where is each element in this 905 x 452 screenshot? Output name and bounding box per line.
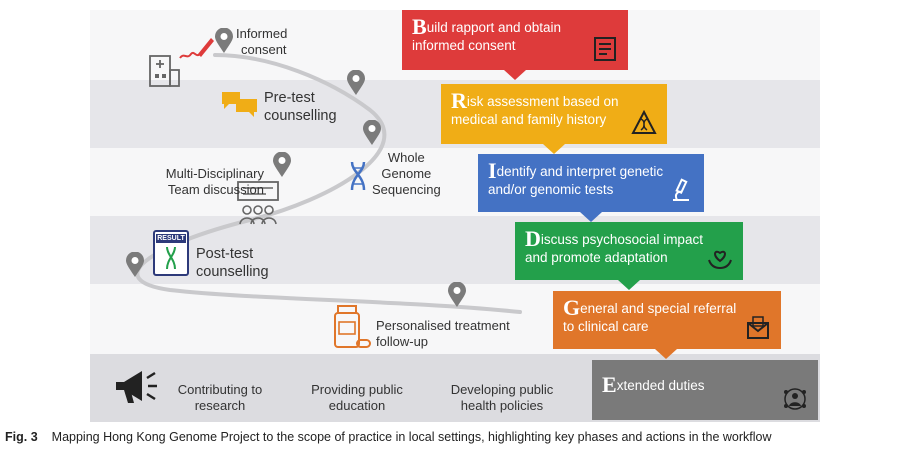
label-line: Informed bbox=[236, 26, 288, 41]
step-text-line2: medical and family history bbox=[451, 112, 607, 127]
location-pin-icon bbox=[126, 252, 144, 277]
hospital-icon bbox=[149, 55, 180, 87]
step-arrow bbox=[618, 280, 640, 290]
label-line: Developing public bbox=[450, 382, 554, 397]
step-text: eneral and special referral bbox=[580, 301, 737, 316]
step-initial: I bbox=[488, 158, 497, 183]
step-build-rapport: Build rapport and obtain informed consen… bbox=[402, 10, 628, 70]
label-line: follow-up bbox=[376, 334, 429, 349]
location-pin-icon bbox=[347, 70, 365, 95]
dna-icon bbox=[350, 161, 366, 191]
step-initial: E bbox=[602, 372, 617, 397]
team-meeting-icon bbox=[237, 181, 279, 225]
label-line: counselling bbox=[264, 108, 337, 124]
location-pin-icon bbox=[448, 282, 466, 307]
label-line: Personalised treatment bbox=[376, 318, 510, 333]
label-line: Contributing to bbox=[177, 382, 263, 397]
step-arrow bbox=[580, 212, 602, 222]
label-post-test: Post-test counselling bbox=[196, 245, 269, 281]
step-initial: B bbox=[412, 14, 427, 39]
step-arrow bbox=[504, 70, 526, 80]
megaphone-icon bbox=[116, 371, 157, 403]
step-risk-assessment: Risk assessment based on medical and fam… bbox=[441, 84, 667, 144]
label-education: Providing public education bbox=[302, 382, 412, 414]
referral-letter-icon bbox=[747, 316, 769, 339]
step-text-line2: informed consent bbox=[412, 38, 516, 53]
people-network-icon bbox=[784, 388, 806, 410]
label-line: consent bbox=[241, 42, 287, 57]
figure-caption: Fig. 3 Mapping Hong Kong Genome Project t… bbox=[5, 430, 772, 444]
step-arrow bbox=[655, 349, 677, 359]
label-line: Team discussion bbox=[167, 182, 264, 197]
dna-icon bbox=[166, 246, 176, 270]
label-line: Sequencing bbox=[372, 182, 441, 197]
step-identify-interpret: Identify and interpret genetic and/or ge… bbox=[478, 154, 704, 212]
label-line: Whole bbox=[387, 150, 425, 165]
label-treatment: Personalised treatment follow-up bbox=[376, 318, 510, 350]
step-text: xtended duties bbox=[616, 378, 705, 393]
label-policy: Developing public health policies bbox=[440, 382, 564, 414]
chat-bubbles-icon bbox=[222, 92, 257, 117]
step-text-line2: and/or genomic tests bbox=[488, 182, 614, 197]
dna-warning-icon bbox=[631, 110, 657, 134]
figure-label: Fig. 3 bbox=[5, 430, 38, 444]
caption-text: Mapping Hong Kong Genome Project to the … bbox=[51, 430, 772, 444]
signing-pen-icon bbox=[179, 38, 214, 59]
location-pin-icon bbox=[273, 152, 291, 177]
step-text: isk assessment based on bbox=[466, 94, 619, 109]
location-pin-icon bbox=[363, 120, 381, 145]
step-initial: D bbox=[525, 226, 541, 251]
label-line: Post-test bbox=[196, 246, 254, 262]
location-pin-icon bbox=[215, 28, 233, 53]
step-arrow bbox=[543, 144, 565, 154]
step-initial: G bbox=[563, 295, 581, 320]
step-text: uild rapport and obtain bbox=[426, 20, 562, 35]
label-line: health policies bbox=[460, 398, 544, 413]
result-label: RESULT bbox=[156, 234, 186, 243]
heart-hands-icon bbox=[708, 250, 732, 270]
step-initial: R bbox=[451, 88, 467, 113]
document-icon bbox=[594, 37, 616, 61]
label-research: Contributing to research bbox=[170, 382, 270, 414]
result-clipboard-icon: RESULT bbox=[153, 230, 189, 276]
label-line: counselling bbox=[196, 264, 269, 280]
label-line: Providing public bbox=[311, 382, 403, 397]
step-referral: General and special referral to clinical… bbox=[553, 291, 781, 349]
label-line: Pre-test bbox=[264, 90, 315, 106]
step-text-line2: and promote adaptation bbox=[525, 250, 668, 265]
label-line: research bbox=[194, 398, 246, 413]
label-informed-consent: Informed consent bbox=[236, 26, 287, 58]
step-extended-duties: Extended duties bbox=[592, 360, 818, 420]
step-text: dentify and interpret genetic bbox=[496, 164, 664, 179]
label-wgs: Whole Genome Sequencing bbox=[372, 150, 441, 198]
label-line: education bbox=[328, 398, 386, 413]
label-pre-test: Pre-test counselling bbox=[264, 89, 337, 125]
microscope-icon bbox=[673, 178, 689, 201]
step-discuss-psychosocial: Discuss psychosocial impact and promote … bbox=[515, 222, 743, 280]
label-line: Multi-Disciplinary bbox=[165, 166, 264, 181]
pill-bottle-icon bbox=[334, 305, 371, 348]
step-text: iscuss psychosocial impact bbox=[540, 232, 703, 247]
label-mdt: Multi-Disciplinary Team discussion bbox=[134, 166, 264, 198]
label-line: Genome bbox=[381, 166, 432, 181]
step-text-line2: to clinical care bbox=[563, 319, 649, 334]
